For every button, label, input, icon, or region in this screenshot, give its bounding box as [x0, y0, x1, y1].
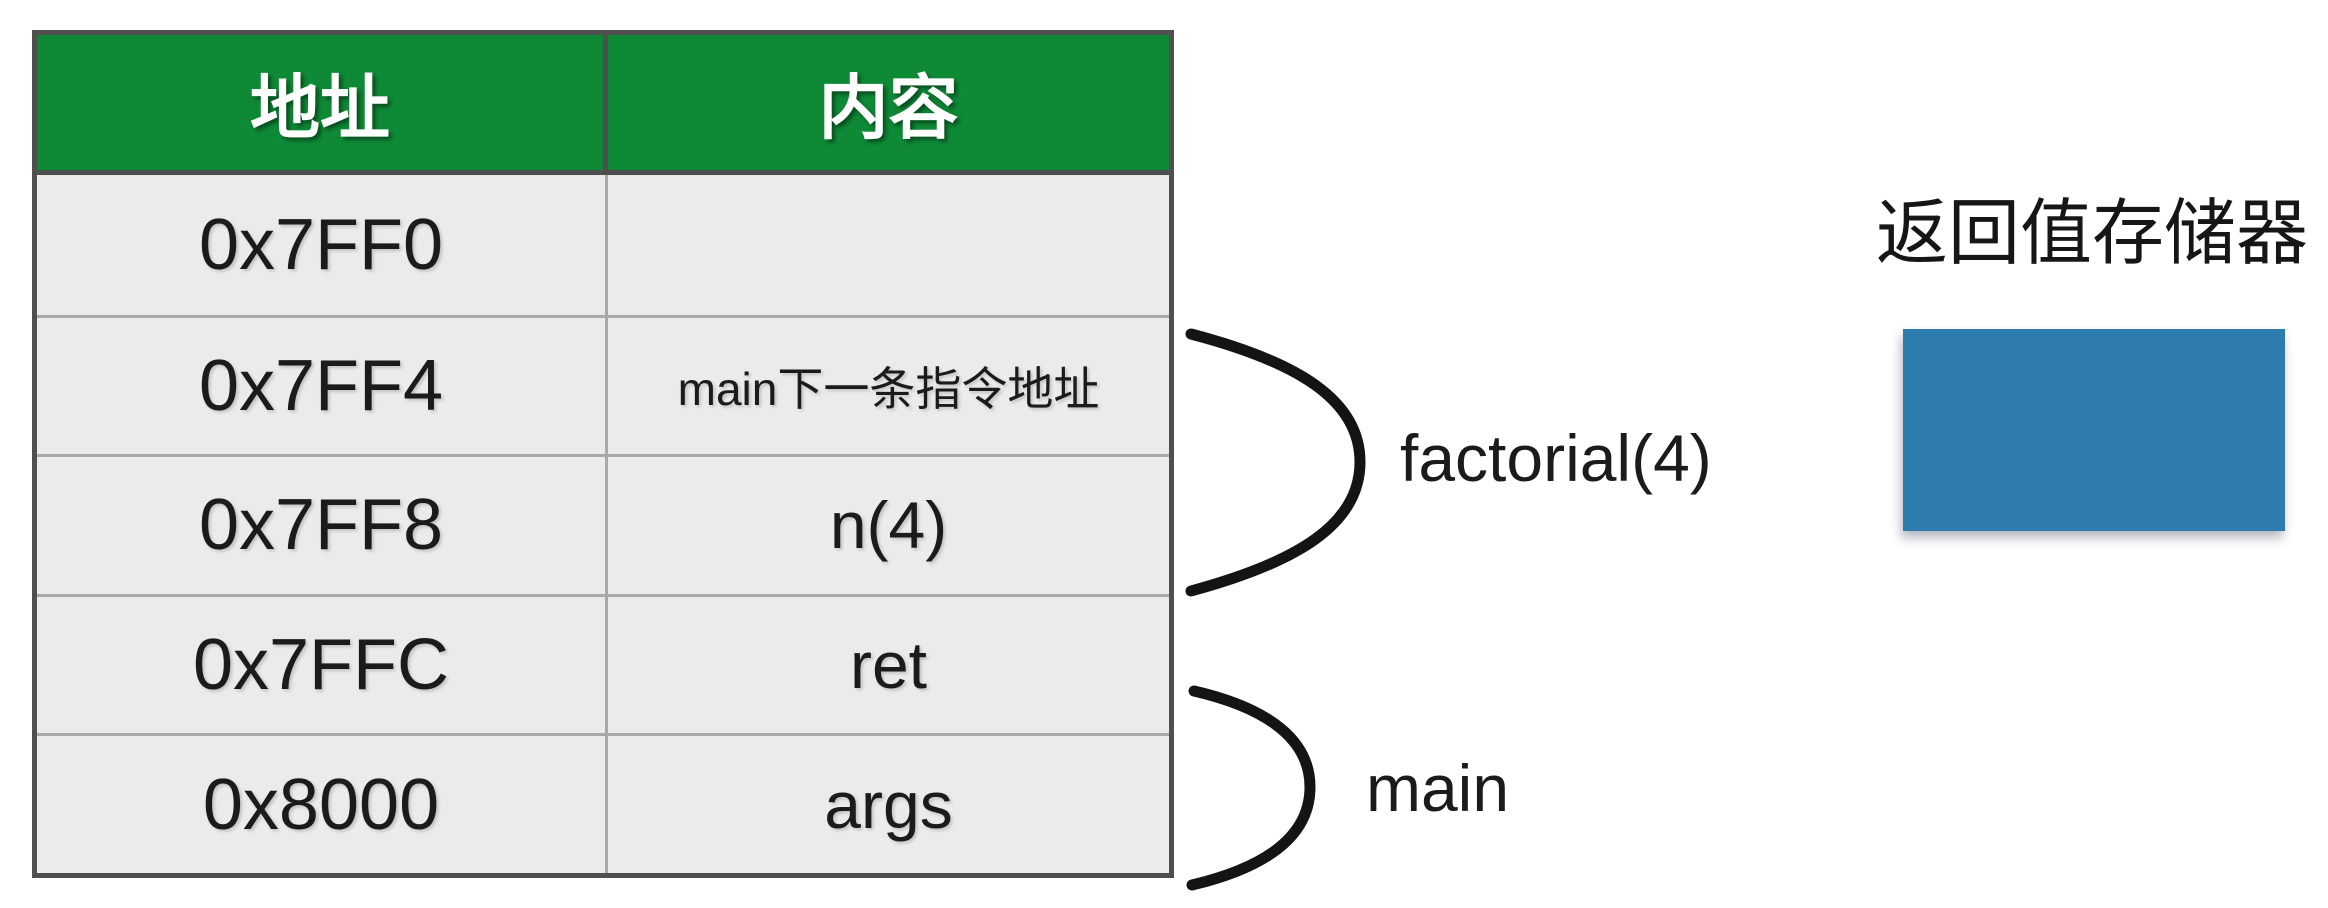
- content-cell-0x8000: args: [608, 733, 1169, 873]
- address-cell-0x7ff4: 0x7FF4: [37, 314, 608, 455]
- brace-factorial-icon: [1185, 328, 1366, 597]
- content-cell-0x7ff0: [608, 175, 1169, 315]
- address-cell-0x7ff0: 0x7FF0: [37, 175, 608, 315]
- address-cell-0x8000: 0x8000: [37, 733, 608, 873]
- content-cell-0x7ff4: main下一条指令地址: [608, 314, 1169, 455]
- header-cell-address: 地址: [37, 35, 608, 175]
- content-cell-0x7ffc: ret: [608, 593, 1169, 734]
- header-cell-content: 内容: [608, 35, 1169, 175]
- address-cell-0x7ffc: 0x7FFC: [37, 593, 608, 734]
- factorial-frame-label: factorial(4): [1400, 421, 1712, 495]
- return-register-title: 返回值存储器: [1875, 194, 2308, 274]
- return-register-box: [1903, 329, 2285, 531]
- address-cell-0x7ff8: 0x7FF8: [37, 454, 608, 594]
- main-frame-label: main: [1366, 751, 1510, 825]
- content-cell-0x7ff8: n(4): [608, 454, 1169, 594]
- brace-main-icon: [1186, 685, 1316, 891]
- memory-stack-table: 地址 内容 0x7FF0 0x7FF4 main下一条指令地址 0x7FF8 n…: [32, 30, 1174, 878]
